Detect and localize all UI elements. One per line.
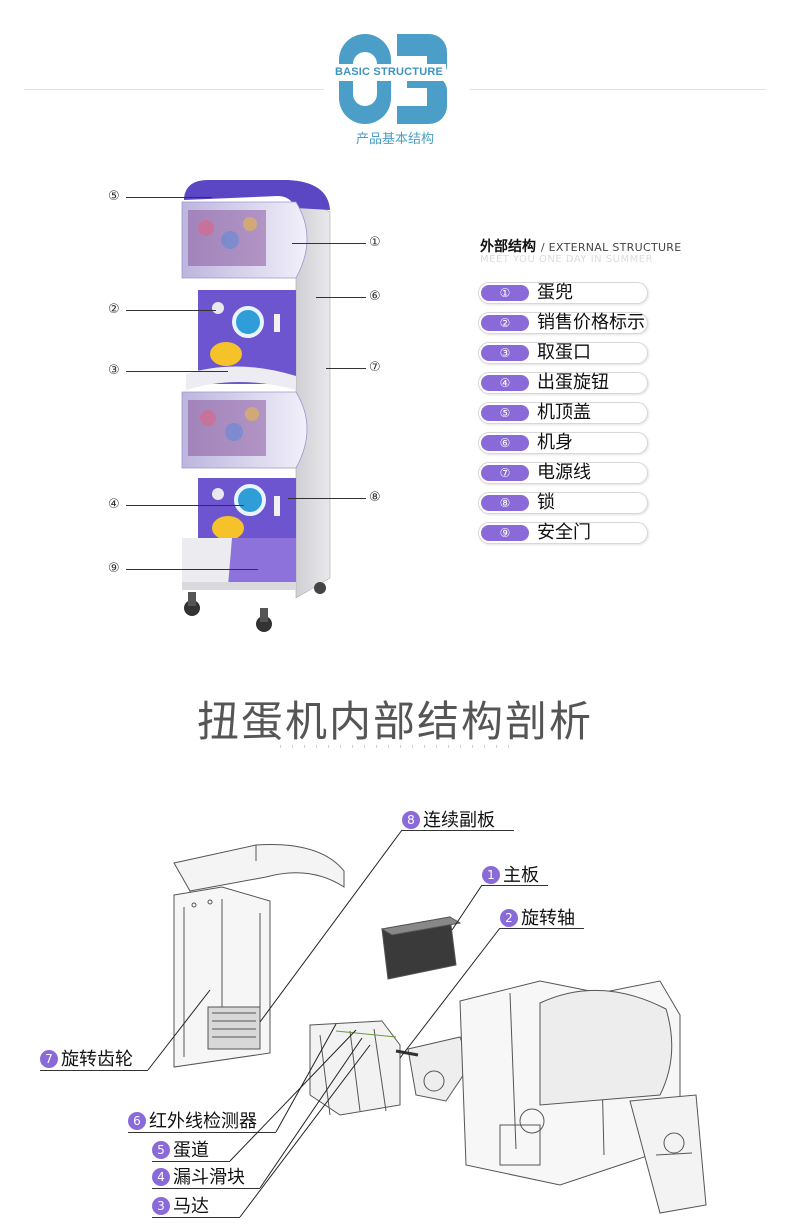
part-name: 马达 [173,1196,209,1217]
part-underline [152,1188,260,1189]
legend-item: ① 蛋兜 [478,282,648,304]
legend-pill: ⑦ [481,465,529,481]
legend-item: ⑨ 安全门 [478,522,648,544]
callout-number: ① [369,235,381,250]
legend-pill: ⑨ [481,525,529,541]
callout-number: ③ [108,363,120,378]
callout-number: ⑥ [369,289,381,304]
legend-label: 蛋兜 [537,282,573,303]
legend-label: 机身 [537,432,573,453]
part-name: 蛋道 [173,1140,209,1161]
part-name: 红外线检测器 [149,1111,257,1132]
callout-line [126,569,258,570]
legend-pill: ⑥ [481,435,529,451]
legend-title: 外部结构 / EXTERNAL STRUCTURE [480,236,682,256]
callout-number: ② [108,302,120,317]
legend-label: 锁 [537,492,555,513]
gashapon-machine-illustration [181,180,331,632]
callout-line [126,197,212,198]
legend-item: ② 销售价格标示 [478,312,648,334]
section-badge: BASIC STRUCTURE [332,64,446,81]
legend-label: 取蛋口 [537,342,591,363]
legend-item: ⑧ 锁 [478,492,648,514]
part-number: 4 [152,1168,170,1186]
legend-faint-text: MEET YOU ONE DAY IN SUMMER [480,254,654,265]
callout-line [316,297,366,298]
section2-title: 扭蛋机内部结构剖析 [196,697,593,746]
part-underline [152,1217,240,1218]
legend-item: ⑦ 电源线 [478,462,648,484]
legend-title-en: / EXTERNAL STRUCTURE [540,241,682,254]
part-name: 漏斗滑块 [173,1167,245,1188]
legend-pill: ⑧ [481,495,529,511]
part-underline [152,1161,230,1162]
part-number: 3 [152,1197,170,1215]
legend-item: ⑤ 机顶盖 [478,402,648,424]
callout-line [288,498,366,499]
legend-pill: ⑤ [481,405,529,421]
callout-line [126,371,228,372]
part-number: 5 [152,1141,170,1159]
legend-label: 电源线 [537,462,591,483]
callout-line [126,505,244,506]
callout-line [326,368,366,369]
legend-item: ③ 取蛋口 [478,342,648,364]
callout-number: ⑧ [369,490,381,505]
legend-item: ⑥ 机身 [478,432,648,454]
part-number: 1 [482,866,500,884]
legend-pill: ① [481,285,529,301]
part-underline [40,1070,148,1071]
section2-decor-dots [280,745,512,749]
part-underline [128,1132,276,1133]
legend-title-cn: 外部结构 [480,239,536,255]
callout-line [292,243,366,244]
part-name: 旋转轴 [521,908,575,929]
legend-pill: ③ [481,345,529,361]
internal-structure-diagram [173,844,707,1214]
header-rule-left [24,89,324,90]
legend-label: 销售价格标示 [537,312,645,333]
section-subtitle: 产品基本结构 [355,132,434,147]
part-underline [500,928,584,929]
callout-number: ④ [108,497,120,512]
part-underline [402,830,514,831]
part-number: 2 [500,909,518,927]
header-rule-right [470,89,766,90]
legend-pill: ④ [481,375,529,391]
part-name: 主板 [503,865,539,886]
part-number: 6 [128,1112,146,1130]
callout-line [126,310,216,311]
legend-pill: ② [481,315,529,331]
callout-number: ⑤ [108,189,120,204]
legend-label: 安全门 [537,522,591,543]
part-number: 7 [40,1050,58,1068]
part-name: 连续副板 [423,810,495,831]
part-number: 8 [402,811,420,829]
legend-label: 机顶盖 [537,402,591,423]
legend-item: ④ 出蛋旋钮 [478,372,648,394]
legend-label: 出蛋旋钮 [537,372,609,393]
part-name: 旋转齿轮 [61,1049,133,1070]
callout-number: ⑦ [369,360,381,375]
callout-number: ⑨ [108,561,120,576]
part-underline [482,885,548,886]
